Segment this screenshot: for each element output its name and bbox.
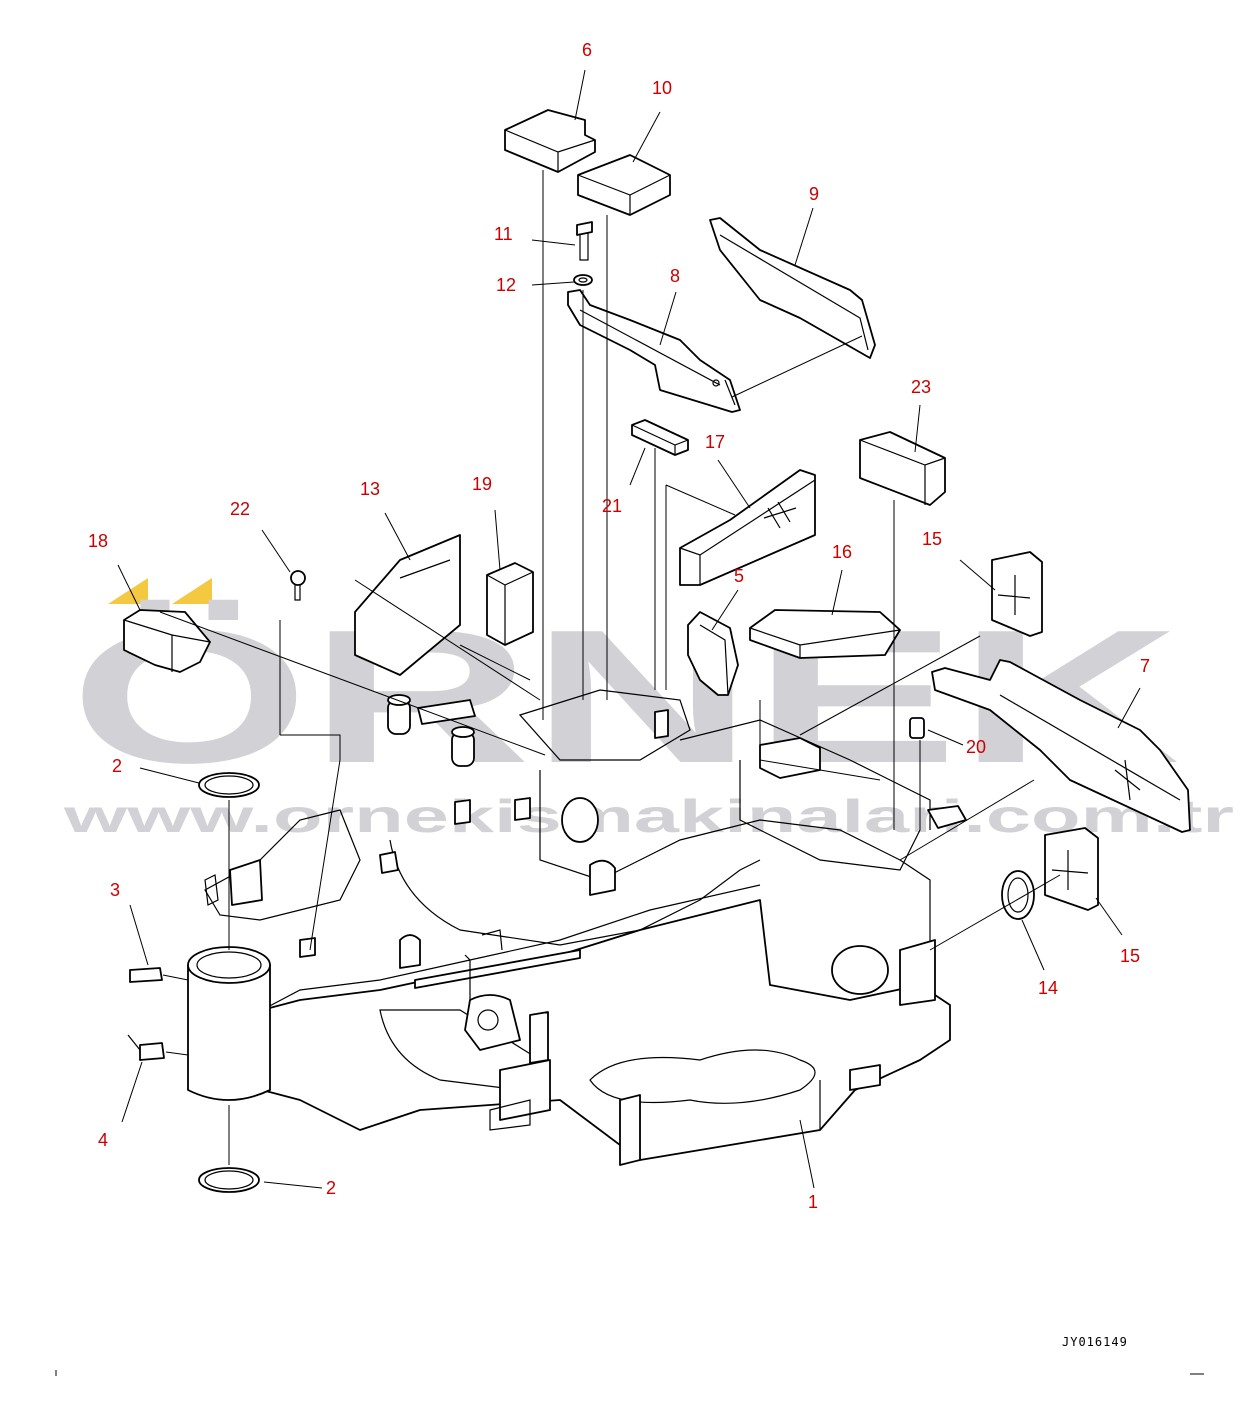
callout-5: 5 bbox=[734, 566, 744, 586]
drawing-code: JY016149 bbox=[1062, 1335, 1128, 1349]
callout-labels: 1 2 2 3 4 5 6 7 8 9 10 11 12 13 14 15 15… bbox=[88, 40, 1150, 1212]
callout-8: 8 bbox=[670, 266, 680, 286]
callout-2-lower: 2 bbox=[326, 1178, 336, 1198]
leader-lines bbox=[159, 170, 1061, 1165]
callout-12: 12 bbox=[496, 275, 516, 295]
callout-4: 4 bbox=[98, 1130, 108, 1150]
revolving-frame bbox=[187, 689, 967, 1166]
callout-2-upper: 2 bbox=[112, 756, 122, 776]
callout-23: 23 bbox=[911, 377, 931, 397]
callout-16: 16 bbox=[832, 542, 852, 562]
callout-15-lower: 15 bbox=[1120, 946, 1140, 966]
callout-7: 7 bbox=[1140, 656, 1150, 676]
callout-pointers bbox=[117, 69, 1141, 1189]
callout-18: 18 bbox=[88, 531, 108, 551]
watermark-url: www.ornekismakinalari.com.tr bbox=[62, 790, 1234, 842]
callout-11: 11 bbox=[494, 224, 513, 244]
watermark-accent-left bbox=[108, 578, 148, 604]
callout-1: 1 bbox=[808, 1192, 818, 1212]
callout-22: 22 bbox=[230, 499, 250, 519]
callout-13: 13 bbox=[360, 479, 380, 499]
callout-19: 19 bbox=[472, 474, 492, 494]
callout-21: 21 bbox=[602, 496, 622, 516]
callout-20: 20 bbox=[966, 737, 986, 757]
callout-10: 10 bbox=[652, 78, 672, 98]
callout-6: 6 bbox=[582, 40, 592, 60]
exploded-parts bbox=[123, 109, 1191, 1193]
callout-15-upper: 15 bbox=[922, 529, 942, 549]
callout-14: 14 bbox=[1038, 978, 1058, 998]
watermark-accent-right bbox=[172, 578, 212, 604]
callout-9: 9 bbox=[809, 184, 819, 204]
callout-17: 17 bbox=[705, 432, 725, 452]
callout-3: 3 bbox=[110, 880, 120, 900]
corner-marks bbox=[55, 1370, 1204, 1376]
